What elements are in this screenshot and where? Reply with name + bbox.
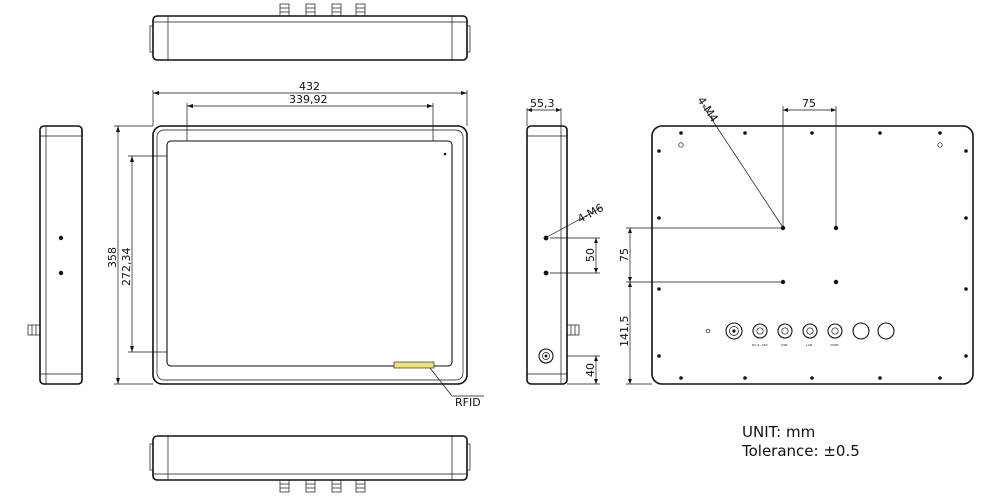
m4-hole-2 (833, 225, 839, 231)
dim-rear-vertical-label: 75 (618, 248, 631, 262)
bottom-connector-4 (355, 479, 366, 493)
rfid-leader (429, 367, 453, 397)
unit-note: UNIT: mm (742, 423, 815, 441)
right-side-view (526, 125, 580, 385)
dim-front-width: 432 (152, 80, 468, 126)
bottom-connector-2 (305, 479, 316, 493)
dim-front-height: 358 (106, 125, 153, 385)
dim-screen-height: 272,34 (120, 155, 167, 353)
dim-screen-height-label: 272,34 (120, 248, 133, 287)
plug-hole-2 (877, 322, 895, 340)
top-connector-2 (305, 3, 316, 17)
dim-side-bottom-label: 40 (584, 363, 597, 377)
connector-label-lan: LAN (806, 343, 812, 347)
dim-side-spacing-label: 50 (584, 248, 597, 262)
connector-usb: USB (777, 323, 793, 347)
connector-dc: DC 9~36V (752, 323, 769, 347)
dim-rear-spacing-label: 75 (802, 97, 816, 110)
dim-front-width-label: 432 (299, 80, 320, 93)
dim-rear-spacing: 75 (782, 97, 837, 226)
rear-screw-holes (657, 131, 968, 380)
rear-panel (651, 125, 974, 385)
screen-area (166, 140, 453, 367)
m4-callout: 4-M4 (695, 94, 783, 227)
top-connector-1 (279, 3, 290, 17)
rfid-strip (393, 361, 435, 369)
connector-com1: COM1 (827, 323, 843, 347)
m4-hole-3 (780, 279, 786, 285)
rfid-label: RFID (455, 396, 481, 409)
dim-depth: 55,3 (526, 97, 562, 126)
top-view (149, 3, 471, 61)
status-led (443, 152, 447, 156)
m4-hole-4 (833, 279, 839, 285)
side-hole-lower (58, 270, 64, 276)
dim-side-bottom: 40 (567, 355, 600, 385)
top-connector-4 (355, 3, 366, 17)
m6-callout: 4-M6 (546, 201, 606, 238)
dim-depth-label: 55,3 (530, 97, 555, 110)
right-side-connector (566, 324, 580, 336)
plug-hole-1 (852, 322, 870, 340)
dim-screen-width-label: 339,92 (289, 93, 328, 106)
dim-front-height-label: 358 (106, 247, 119, 268)
connector-lan: LAN (802, 323, 818, 347)
m6-callout-label: 4-M6 (575, 201, 605, 225)
m4-callout-label: 4-M4 (695, 94, 721, 124)
dim-side-spacing: 50 (550, 237, 600, 274)
bottom-view (149, 435, 471, 493)
tolerance-note: Tolerance: ±0.5 (741, 442, 860, 460)
front-bezel (152, 125, 468, 385)
dc-jack-side (538, 348, 554, 364)
dim-rear-bottom-label: 141,5 (618, 316, 631, 348)
dim-screen-width: 339,92 (186, 93, 434, 141)
connector-label-com1: COM1 (830, 343, 839, 347)
top-connector-3 (331, 3, 342, 17)
connector-label-dc: DC 9~36V (752, 343, 769, 347)
bottom-connector-1 (279, 479, 290, 493)
bottom-connector-3 (331, 479, 342, 493)
side-hole-upper (58, 235, 64, 241)
dc-jack-rear (725, 322, 743, 340)
rear-view: DC 9~36V USB LAN COM1 (651, 125, 974, 385)
m6-hole-lower (543, 270, 549, 276)
connector-label-usb: USB (781, 343, 787, 347)
left-side-view (27, 125, 83, 385)
front-view: RFID (152, 125, 484, 409)
m4-hole-1 (780, 225, 786, 231)
left-side-connector (27, 324, 41, 336)
dim-rear-vertical: 75 141,5 (618, 227, 781, 385)
